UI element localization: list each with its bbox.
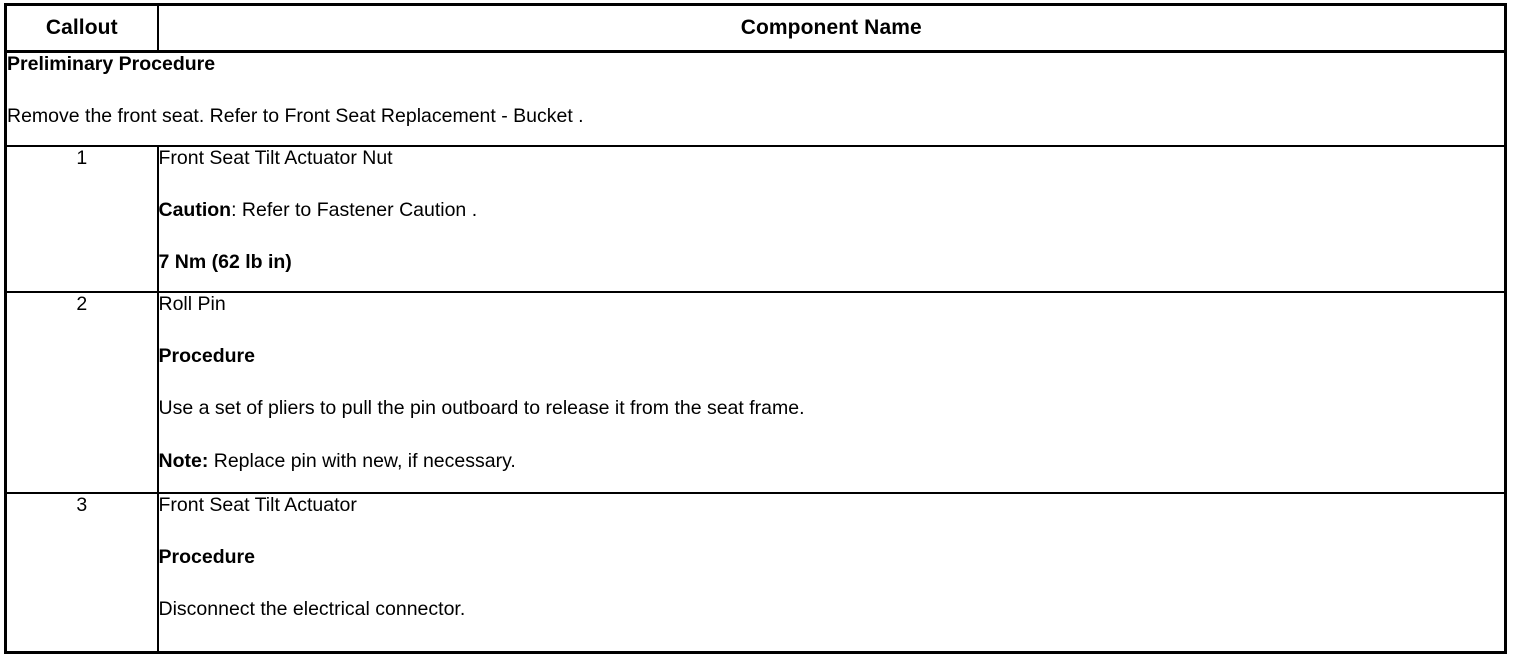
preliminary-procedure-body: Remove the front seat. Refer to Front Se… [7, 105, 584, 128]
component-cell-1: Front Seat Tilt Actuator Nut Caution: Re… [156, 144, 1507, 293]
callout-number-3: 3 [4, 491, 159, 654]
component-name-1: Front Seat Tilt Actuator Nut [158, 146, 393, 169]
caution-label: Caution [158, 198, 232, 221]
table-row: 3 Front Seat Tilt Actuator Procedure Dis… [4, 491, 1507, 654]
table-header-row: Callout Component Name [4, 3, 1507, 53]
preliminary-procedure-cell: Preliminary Procedure Remove the front s… [4, 50, 1507, 147]
component-callout-table: Callout Component Name Preliminary Proce… [4, 3, 1507, 654]
note-label: Note: [158, 449, 209, 472]
header-callout: Callout [4, 3, 159, 53]
component-name-3: Front Seat Tilt Actuator [158, 493, 357, 516]
caution-text: : Refer to Fastener Caution . [231, 198, 478, 221]
procedure-text-2: Use a set of pliers to pull the pin outb… [158, 397, 805, 420]
component-cell-3: Front Seat Tilt Actuator Procedure Disco… [156, 491, 1507, 654]
callout-number-2: 2 [4, 290, 159, 494]
callout-number-1: 1 [4, 144, 159, 293]
procedure-label-2: Procedure [158, 344, 255, 367]
preliminary-procedure-title: Preliminary Procedure [7, 53, 216, 75]
note-line-2: Note: Replace pin with new, if necessary… [159, 450, 1505, 472]
component-cell-2: Roll Pin Procedure Use a set of pliers t… [156, 290, 1507, 494]
table-row: 1 Front Seat Tilt Actuator Nut Caution: … [4, 144, 1507, 293]
procedure-label-3: Procedure [158, 545, 255, 568]
procedure-text-3: Disconnect the electrical connector. [158, 598, 466, 621]
preliminary-procedure-row: Preliminary Procedure Remove the front s… [4, 50, 1507, 147]
header-component-name: Component Name [156, 3, 1507, 53]
component-name-2: Roll Pin [158, 292, 226, 315]
caution-line-1: Caution: Refer to Fastener Caution . [159, 199, 1505, 221]
torque-spec-1: 7 Nm (62 lb in) [158, 251, 292, 274]
table-row: 2 Roll Pin Procedure Use a set of pliers… [4, 290, 1507, 494]
note-text: Replace pin with new, if necessary. [208, 449, 516, 472]
